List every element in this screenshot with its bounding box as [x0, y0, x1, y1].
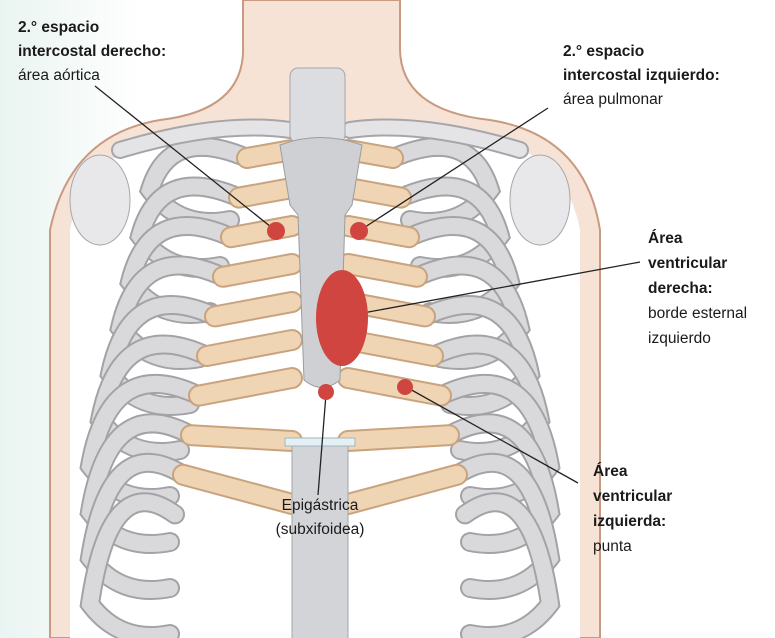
aortic-area-marker	[267, 222, 285, 240]
right-ventricular-area-marker	[316, 270, 368, 366]
label-pulmonary-line1: 2.° espacio	[563, 43, 645, 60]
cervical-spine	[289, 67, 346, 144]
label-rv-line3: derecha:	[648, 280, 713, 297]
left-clavicle-fill	[343, 120, 527, 157]
intervertebral-disc	[284, 437, 356, 447]
pulmonary-area-marker	[350, 222, 368, 240]
rib-right-9	[81, 454, 191, 598]
label-left-ventricular-area: Área ventricular izquierda: punta	[593, 459, 672, 559]
costal-cartilage-right-9	[174, 465, 301, 513]
label-rv-line2: ventricular	[648, 255, 728, 272]
label-aortic-area: 2.° espacio intercostal derecho: área aó…	[18, 16, 166, 88]
leader-line-left-ventricular	[407, 387, 579, 484]
label-rv-line1: Área	[648, 230, 683, 247]
epigastric-area-marker	[318, 384, 334, 400]
label-lv-line4: punta	[593, 538, 632, 555]
leader-line-epigastric	[317, 393, 327, 496]
label-pulmonary-line3: área pulmonar	[563, 91, 663, 108]
rib-left-10	[457, 494, 559, 638]
label-pulmonary-line2: intercostal izquierdo:	[563, 67, 720, 84]
left-humerus-head	[509, 154, 571, 246]
rib-right-10	[81, 494, 183, 638]
label-rv-line5: izquierdo	[648, 330, 711, 347]
rib-left-9	[449, 454, 559, 598]
label-epigastric-area: Epigástrica (subxifoidea)	[250, 494, 390, 542]
left-ventricular-area-marker	[397, 379, 413, 395]
rib-right-8	[81, 415, 199, 552]
costal-cartilage-left-7	[339, 369, 450, 405]
label-pulmonary-area: 2.° espacio intercostal izquierdo: área …	[563, 40, 720, 112]
label-right-ventricular-area: Área ventricular derecha: borde esternal…	[648, 226, 747, 351]
label-aortic-line2: intercostal derecho:	[18, 43, 167, 60]
right-clavicle-fill	[113, 120, 297, 157]
label-aortic-line1: 2.° espacio	[18, 19, 100, 36]
costal-cartilage-right-8	[182, 426, 301, 450]
costal-cartilage-left-4	[339, 255, 426, 286]
leader-line-aortic	[94, 85, 277, 232]
costal-cartilage-left-2	[339, 179, 410, 207]
label-epi-line2: (subxifoidea)	[275, 521, 365, 538]
label-lv-line3: izquierda:	[593, 513, 667, 530]
costal-cartilage-right-5	[206, 293, 301, 326]
costal-cartilage-right-6	[198, 331, 301, 365]
costal-cartilage-right-2	[230, 179, 301, 207]
label-aortic-line3: área aórtica	[18, 67, 100, 84]
label-epi-line1: Epigástrica	[281, 497, 359, 514]
costal-cartilage-right-4	[214, 255, 301, 286]
leader-line-pulmonary	[358, 107, 549, 232]
leader-line-right-ventricular	[351, 261, 641, 316]
costal-cartilage-left-8	[339, 426, 458, 450]
label-rv-line4: borde esternal	[648, 305, 748, 322]
label-lv-line1: Área	[593, 463, 628, 480]
rib-left-8	[441, 415, 559, 552]
costal-cartilage-right-7	[190, 369, 301, 405]
label-lv-line2: ventricular	[593, 488, 673, 505]
costal-cartilage-left-9	[339, 465, 466, 513]
right-humerus-head	[69, 154, 131, 246]
